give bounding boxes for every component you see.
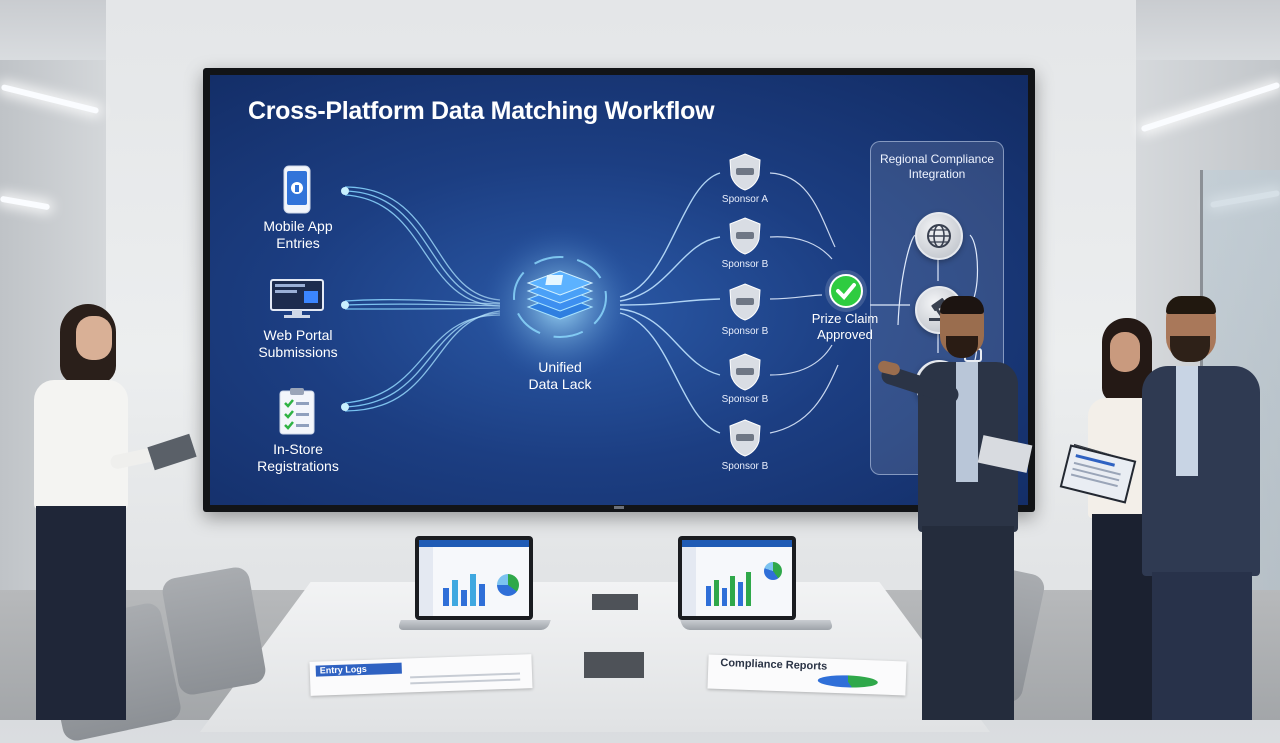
laptop-left-screen: [415, 536, 533, 620]
laptop-right: [678, 536, 834, 630]
display-logo: [614, 506, 624, 509]
source-node-3: [341, 403, 349, 411]
green-check-icon: [824, 269, 868, 313]
sponsor-label-3: Sponsor B: [721, 326, 769, 337]
laptop-left-base: [397, 620, 551, 630]
smartphone-icon: [282, 165, 312, 215]
person-man-right: [1059, 296, 1270, 720]
sponsor-shield-2: [728, 217, 762, 260]
sponsor-label-4: Sponsor B: [721, 394, 769, 405]
sponsor-shield-1: [728, 153, 762, 196]
table-port-2: [584, 652, 644, 678]
laptop-right-base: [680, 620, 834, 630]
sponsor-shield-5: [728, 419, 762, 462]
source-node-2: [341, 301, 349, 309]
sponsor-label-2: Sponsor B: [721, 259, 769, 270]
sponsor-shield-4: [728, 353, 762, 396]
sponsor-shield-3: [728, 283, 762, 326]
sponsor-label-1: Sponsor A: [721, 194, 769, 205]
slide-title: Cross-Platform Data Matching Workflow: [248, 97, 715, 125]
laptop-left: [397, 536, 551, 630]
paper-compliance-reports: Compliance Reports: [707, 654, 907, 696]
database-stack-icon: [510, 247, 610, 347]
person-woman-left: [20, 300, 197, 720]
clipboard-checklist-icon: [278, 387, 316, 435]
globe-icon: [915, 212, 963, 260]
person-man-pointing: [876, 296, 1033, 720]
table-port-1: [592, 594, 638, 610]
source-node-1: [341, 187, 349, 195]
sponsor-label-5: Sponsor B: [721, 461, 769, 472]
monitor-icon: [268, 279, 326, 319]
laptop-right-screen: [678, 536, 796, 620]
